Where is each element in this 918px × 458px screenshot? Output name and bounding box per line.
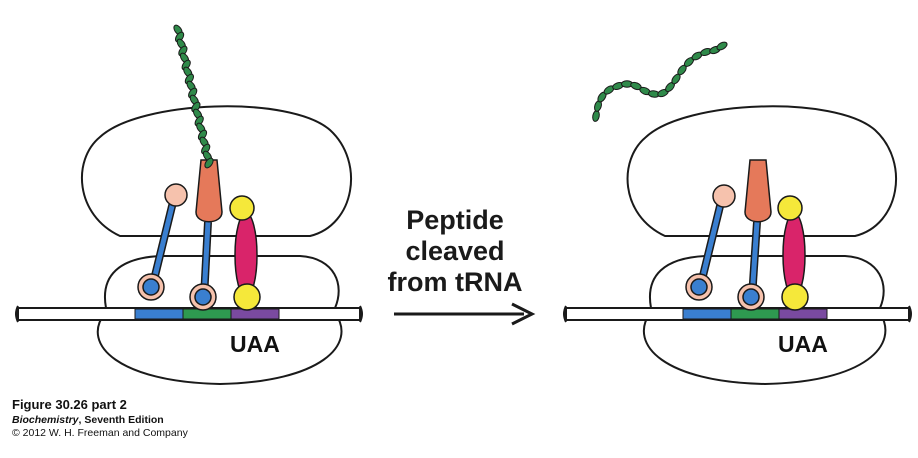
- mrna-strand: [15, 305, 363, 323]
- small-subunit: [643, 312, 887, 386]
- process-label-line-2: cleaved: [405, 236, 505, 266]
- small-subunit-upper: [103, 255, 340, 309]
- trna-p-site: [189, 159, 223, 311]
- codon-label-left: UAA: [230, 331, 280, 357]
- ribosome-after-cleavage: UAA: [563, 41, 912, 386]
- amino-acid-residue: [716, 41, 728, 51]
- stop-codon: [230, 308, 280, 320]
- codon-1: [134, 308, 184, 320]
- codon-2: [730, 308, 780, 320]
- process-label-line-1: Peptide: [406, 205, 504, 235]
- process-label: Peptide cleaved from tRNA: [370, 205, 540, 298]
- peptide-chain-released: [592, 41, 728, 122]
- trna-p-site: [737, 159, 772, 311]
- mrna-strand: [563, 305, 912, 323]
- small-subunit: [96, 312, 343, 386]
- codon-label-right: UAA: [778, 331, 828, 357]
- reaction-arrow: [394, 302, 536, 326]
- trna-head: [164, 183, 188, 207]
- small-subunit-upper: [648, 255, 885, 309]
- amino-acid-residue: [592, 110, 600, 122]
- book-title-line: Biochemistry, Seventh Edition: [12, 413, 188, 427]
- release-factor: [777, 195, 809, 311]
- trna-e-site: [685, 184, 736, 301]
- release-factor: [229, 195, 261, 311]
- ribosome-before-cleavage: UAA: [15, 24, 363, 386]
- trna-head: [712, 184, 736, 208]
- stop-codon: [778, 308, 828, 320]
- codon-1: [682, 308, 732, 320]
- process-label-line-3: from tRNA: [387, 267, 523, 297]
- trna-acceptor-end: [744, 159, 772, 223]
- amino-acid-residue: [204, 157, 214, 169]
- peptidyl-end: [195, 159, 223, 223]
- book-title: Biochemistry: [12, 414, 79, 426]
- figure-number: Figure 30.26 part 2: [12, 397, 127, 412]
- trna-e-site: [137, 183, 188, 301]
- codon-2: [182, 308, 232, 320]
- copyright: © 2012 W. H. Freeman and Company: [12, 427, 188, 439]
- peptide-chain-attached: [173, 24, 214, 169]
- book-edition: , Seventh Edition: [78, 414, 164, 426]
- figure-caption: Figure 30.26 part 2 Biochemistry, Sevent…: [12, 397, 188, 440]
